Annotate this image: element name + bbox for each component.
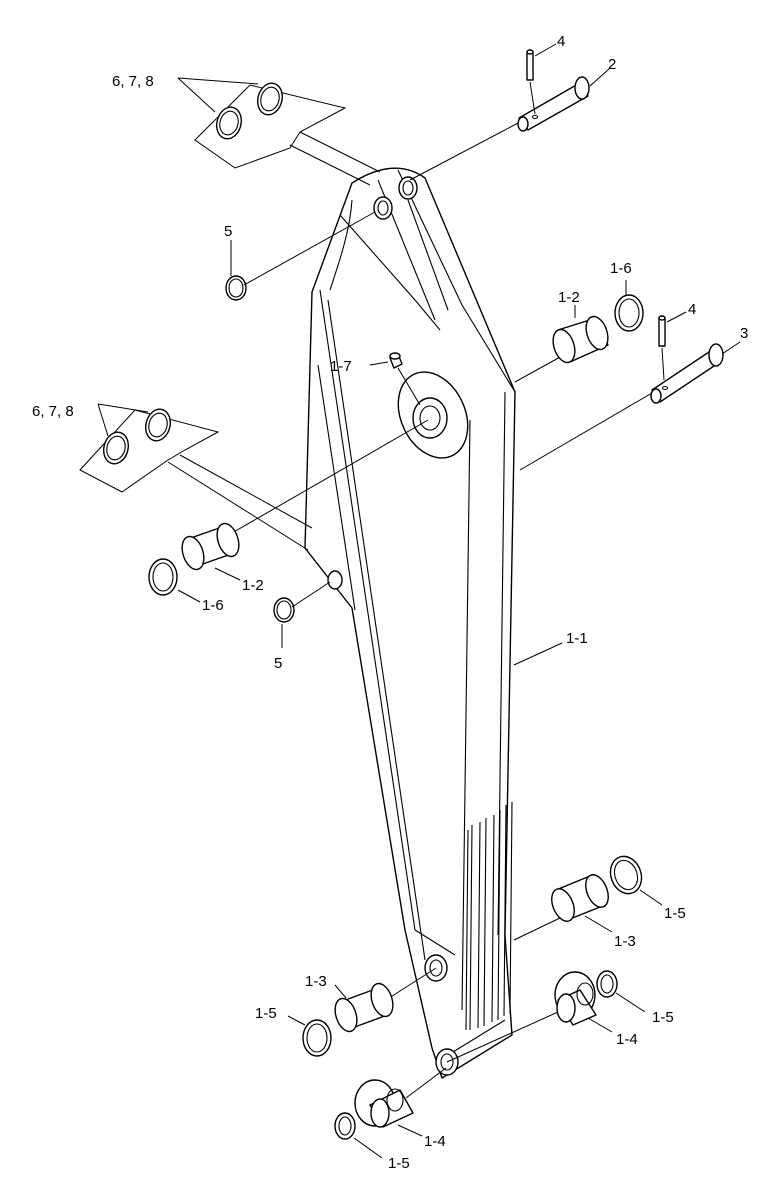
- label-bushing-upper: 1-2: [558, 289, 580, 306]
- label-lock-pin-top: 4: [557, 33, 565, 50]
- label-flange-bush-right: 1-4: [616, 1031, 638, 1048]
- flange-bush-right: [446, 971, 613, 1063]
- pin-mid: [519, 341, 741, 471]
- shim-left-mid: [287, 1015, 332, 1057]
- shim-right-mid: [596, 970, 646, 1013]
- label-grease-fitting: 1-7: [330, 358, 352, 375]
- bushing-lower-right: [513, 874, 613, 941]
- snap-ring-top: [225, 211, 376, 301]
- label-arm: 1-1: [566, 630, 588, 647]
- label-shim-left-mid: 1-5: [255, 1005, 277, 1022]
- bushing-lower-left: [334, 967, 437, 1033]
- label-seal-upper-right: 1-6: [610, 260, 632, 277]
- label-lock-pin-mid: 4: [688, 301, 696, 318]
- label-shim-right-top: 1-5: [664, 905, 686, 922]
- label-flange-bush-left: 1-4: [424, 1133, 446, 1150]
- arm-leader: [513, 642, 563, 666]
- grease-fitting: [369, 352, 421, 406]
- arm-body: [304, 167, 516, 1079]
- bushing-upper-right: [514, 305, 609, 383]
- snap-ring-mid: [273, 581, 331, 648]
- seal-upper-left: [148, 558, 201, 603]
- label-pin-mid: 3: [740, 325, 748, 342]
- bushing-upper-left: [181, 419, 429, 581]
- label-bushing-upper-left: 1-2: [242, 577, 264, 594]
- label-shim-left-bottom: 1-5: [388, 1155, 410, 1172]
- label-seal-upper-left: 1-6: [202, 597, 224, 614]
- lock-pin-mid: [658, 311, 687, 381]
- label-snap-ring-top: 5: [224, 223, 232, 240]
- shim-right-top: [609, 855, 663, 906]
- oring-plate-top: [177, 77, 381, 186]
- lock-pin-top: [526, 43, 557, 115]
- label-oring-group-mid: 6, 7, 8: [32, 403, 74, 420]
- label-bushing-lower-left: 1-3: [305, 973, 327, 990]
- flange-bush-left: [354, 1067, 447, 1137]
- label-shim-right-mid: 1-5: [652, 1009, 674, 1026]
- label-snap-ring-mid: 5: [274, 655, 282, 672]
- label-pin-top: 2: [608, 56, 616, 73]
- pin-top: [409, 67, 611, 181]
- label-oring-group-top: 6, 7, 8: [112, 73, 154, 90]
- oring-plate-mid: [79, 403, 313, 551]
- seal-upper-right: [614, 280, 644, 332]
- label-bushing-lower-right: 1-3: [614, 933, 636, 950]
- shim-left-bottom: [334, 1112, 383, 1159]
